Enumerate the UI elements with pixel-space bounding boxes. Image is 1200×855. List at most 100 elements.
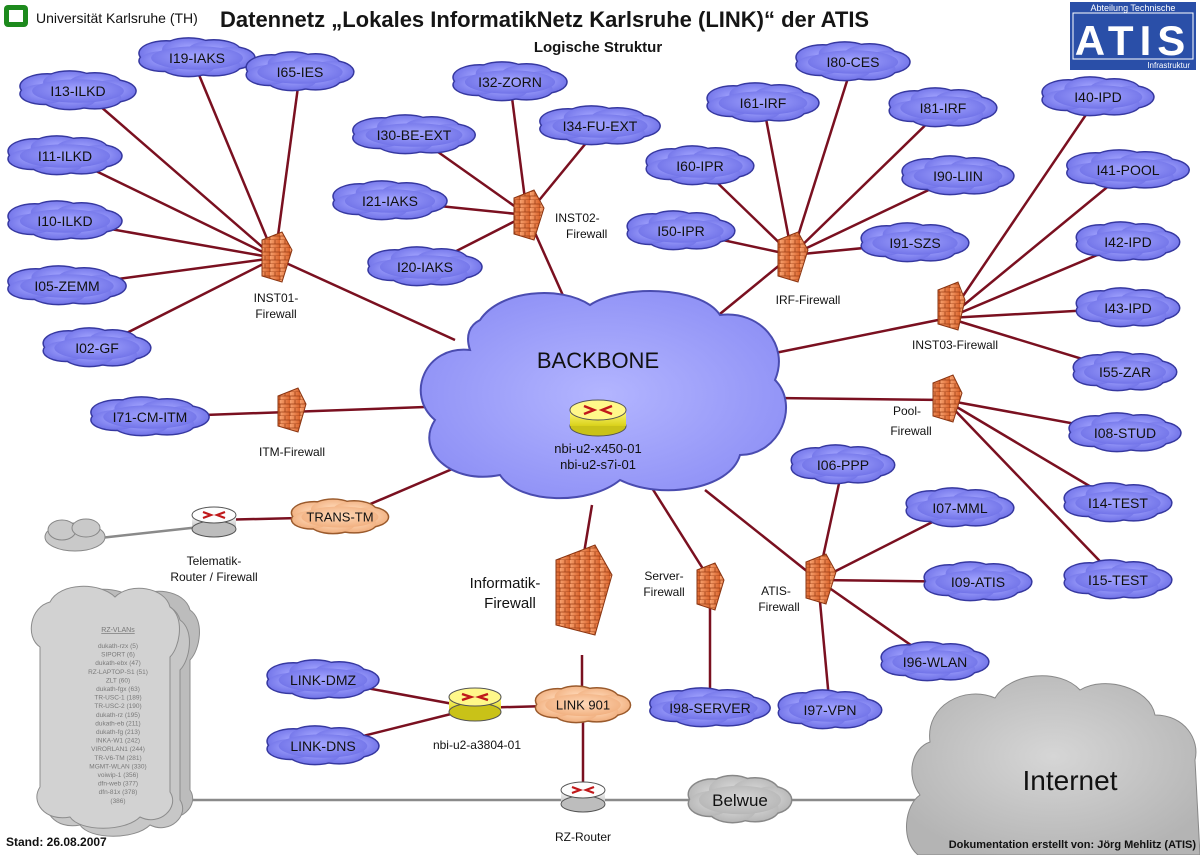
belwue-cloud[interactable]: Belwue [687, 774, 793, 824]
network-cloud-i20[interactable]: I20-IAKS [367, 246, 483, 287]
network-cloud-i90[interactable]: I90-LIIN [901, 155, 1015, 196]
network-cloud-i32[interactable]: I32-ZORN [452, 61, 568, 102]
network-cloud-i55-label: I55-ZAR [1099, 364, 1151, 380]
irf-firewall-icon[interactable] [777, 231, 809, 283]
trans-tm-cloud[interactable]: TRANS-TM [290, 498, 390, 535]
network-cloud-i13-label: I13-ILKD [50, 83, 105, 99]
network-cloud-i11-label: I11-ILKD [38, 148, 92, 164]
rz-vlan-item: dukath-rzx (5) [98, 643, 138, 650]
telematik-router-label-1: Telematik- [187, 554, 242, 568]
network-cloud-i07[interactable]: I07-MML [905, 487, 1015, 528]
network-cloud-i40-label: I40-IPD [1074, 89, 1121, 105]
rz-vlan-list: dukath-rzx (5)SIPORT (6)dukath-ebx (47)R… [88, 643, 148, 805]
network-cloud-i05-label: I05-ZEMM [34, 278, 99, 294]
telematik-router-label-2: Router / Firewall [170, 570, 257, 584]
rz-vlan-item: dukath-rz (195) [96, 712, 140, 719]
itm-firewall-icon[interactable] [277, 387, 307, 433]
rz-vlan-item: TR-V6-TM (281) [94, 755, 141, 762]
network-cloud-i41[interactable]: I41-POOL [1066, 149, 1190, 190]
rz-vlan-item: MGMT-WLAN (330) [89, 763, 146, 770]
network-cloud-i50-label: I50-IPR [657, 223, 704, 239]
network-cloud-i91[interactable]: I91-SZS [860, 222, 970, 263]
network-cloud-i81-label: I81-IRF [920, 100, 967, 116]
network-cloud-i80[interactable]: I80-CES [795, 41, 911, 82]
server-firewall-label-1: Server- [644, 569, 683, 583]
network-cloud-i65[interactable]: I65-IES [245, 51, 355, 92]
network-cloud-i40[interactable]: I40-IPD [1041, 76, 1155, 117]
atis-logo [1070, 2, 1196, 70]
informatik-firewall-label-1: Informatik- [470, 575, 541, 592]
telematik-router-icon[interactable] [191, 506, 237, 538]
network-cloud-i15[interactable]: I15-TEST [1063, 559, 1173, 600]
network-cloud-i08[interactable]: I08-STUD [1068, 412, 1182, 453]
network-cloud-i19[interactable]: I19-IAKS [138, 37, 256, 78]
network-cloud-i61[interactable]: I61-IRF [706, 82, 820, 123]
network-cloud-dns[interactable]: LINK-DNS [266, 725, 380, 766]
stand-date: Stand: 26.08.2007 [6, 835, 107, 849]
rz-router-icon[interactable] [560, 781, 606, 813]
internet-cloud [905, 675, 1200, 855]
network-cloud-i14[interactable]: I14-TEST [1063, 482, 1173, 523]
network-cloud-i81[interactable]: I81-IRF [888, 87, 998, 128]
network-cloud-dmz[interactable]: LINK-DMZ [266, 659, 380, 700]
network-cloud-i98-label: I98-SERVER [669, 700, 750, 716]
atis-firewall-icon[interactable] [805, 553, 837, 605]
inst01-firewall-icon[interactable] [261, 231, 293, 283]
network-cloud-i06-label: I06-PPP [817, 457, 869, 473]
network-cloud-i96[interactable]: I96-WLAN [880, 641, 990, 682]
network-cloud-i61-label: I61-IRF [740, 95, 787, 111]
backbone-router-icon[interactable] [569, 399, 627, 437]
university-name: Universität Karlsruhe (TH) [36, 10, 198, 26]
network-cloud-i13[interactable]: I13-ILKD [19, 70, 137, 111]
network-cloud-dns-label: LINK-DNS [290, 738, 355, 754]
network-cloud-i55[interactable]: I55-ZAR [1072, 351, 1178, 392]
network-cloud-i50[interactable]: I50-IPR [626, 210, 736, 251]
network-cloud-i34[interactable]: I34-FU-EXT [539, 105, 661, 146]
network-cloud-i71[interactable]: I71-CM-ITM [90, 396, 210, 437]
rz-vlan-item: dukath-eb (211) [95, 720, 140, 727]
network-cloud-i14-label: I14-TEST [1088, 495, 1148, 511]
pool-firewall-label-1: Pool- [893, 404, 921, 418]
trans-tm-cloud-label: TRANS-TM [306, 510, 373, 525]
rz-vlan-item: dukath-fg (213) [96, 729, 140, 736]
network-cloud-i42[interactable]: I42-IPD [1075, 221, 1181, 262]
network-cloud-i11[interactable]: I11-ILKD [7, 135, 123, 176]
inst03-firewall-label: INST03-Firewall [912, 338, 998, 352]
network-cloud-i15-label: I15-TEST [1088, 572, 1148, 588]
link901-cloud[interactable]: LINK 901 [534, 685, 632, 724]
belwue-cloud-label: Belwue [712, 791, 768, 810]
informatik-firewall-icon[interactable] [555, 544, 613, 636]
pool-firewall-icon[interactable] [932, 374, 963, 423]
a3804-router-icon[interactable] [448, 687, 502, 722]
network-cloud-i02[interactable]: I02-GF [42, 327, 152, 368]
network-cloud-i98[interactable]: I98-SERVER [649, 687, 771, 728]
inst03-firewall-icon[interactable] [937, 281, 966, 331]
university-logo [4, 5, 28, 27]
network-cloud-i06[interactable]: I06-PPP [790, 444, 896, 485]
atis-logo-top: Abteilung Technische [1091, 3, 1176, 13]
network-cloud-i21[interactable]: I21-IAKS [332, 180, 448, 221]
network-cloud-i10[interactable]: I10-ILKD [7, 200, 123, 241]
network-cloud-i90-label: I90-LIIN [933, 168, 983, 184]
network-cloud-i60[interactable]: I60-IPR [645, 145, 755, 186]
backbone-router-label-2: nbi-u2-s7i-01 [560, 457, 636, 472]
network-cloud-i05[interactable]: I05-ZEMM [7, 265, 127, 306]
rz-router-label: RZ-Router [555, 830, 611, 844]
server-firewall-label-2: Firewall [643, 585, 684, 599]
network-cloud-dmz-label: LINK-DMZ [290, 672, 357, 688]
inst02-firewall-icon[interactable] [513, 189, 545, 241]
network-cloud-i30[interactable]: I30-BE-EXT [352, 114, 476, 155]
network-cloud-i09[interactable]: I09-ATIS [923, 561, 1033, 602]
server-firewall-icon[interactable] [696, 562, 725, 611]
network-cloud-i19-label: I19-IAKS [169, 50, 225, 66]
rz-vlan-item: SIPORT (6) [101, 652, 135, 659]
firewall-icons [261, 189, 966, 636]
network-cloud-i43[interactable]: I43-IPD [1075, 287, 1181, 328]
network-clouds: I19-IAKS I65-IES I13-ILKD I11-ILKD I10-ILKD I… [7, 37, 1190, 766]
rz-vlan-item: VIRORLAN1 (244) [91, 746, 145, 753]
network-cloud-i97[interactable]: I97-VPN [777, 689, 883, 730]
telematik-gray-cloud [44, 518, 106, 552]
pool-firewall-label-2: Firewall [890, 424, 931, 438]
rz-vlans-title: RZ-VLANs [101, 627, 135, 634]
